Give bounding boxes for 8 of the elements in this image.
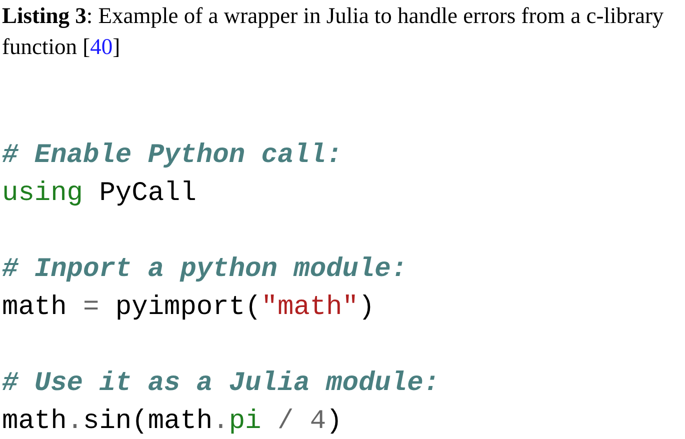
code-comment: # Inport a python module: <box>2 254 408 286</box>
listing-caption: Listing 3: Example of a wrapper in Julia to handle errors from a c-library function [40] <box>2 2 665 61</box>
code-comment: # Use it as a Julia module: <box>2 368 440 400</box>
code-line: math = pyimport("math") <box>2 292 375 324</box>
code-line: math.sin(math.pi / 4) <box>2 406 342 438</box>
citation-link: 40 <box>90 34 113 59</box>
code-comment: # Enable Python call: <box>2 140 342 172</box>
code-line: using PyCall <box>2 178 196 210</box>
